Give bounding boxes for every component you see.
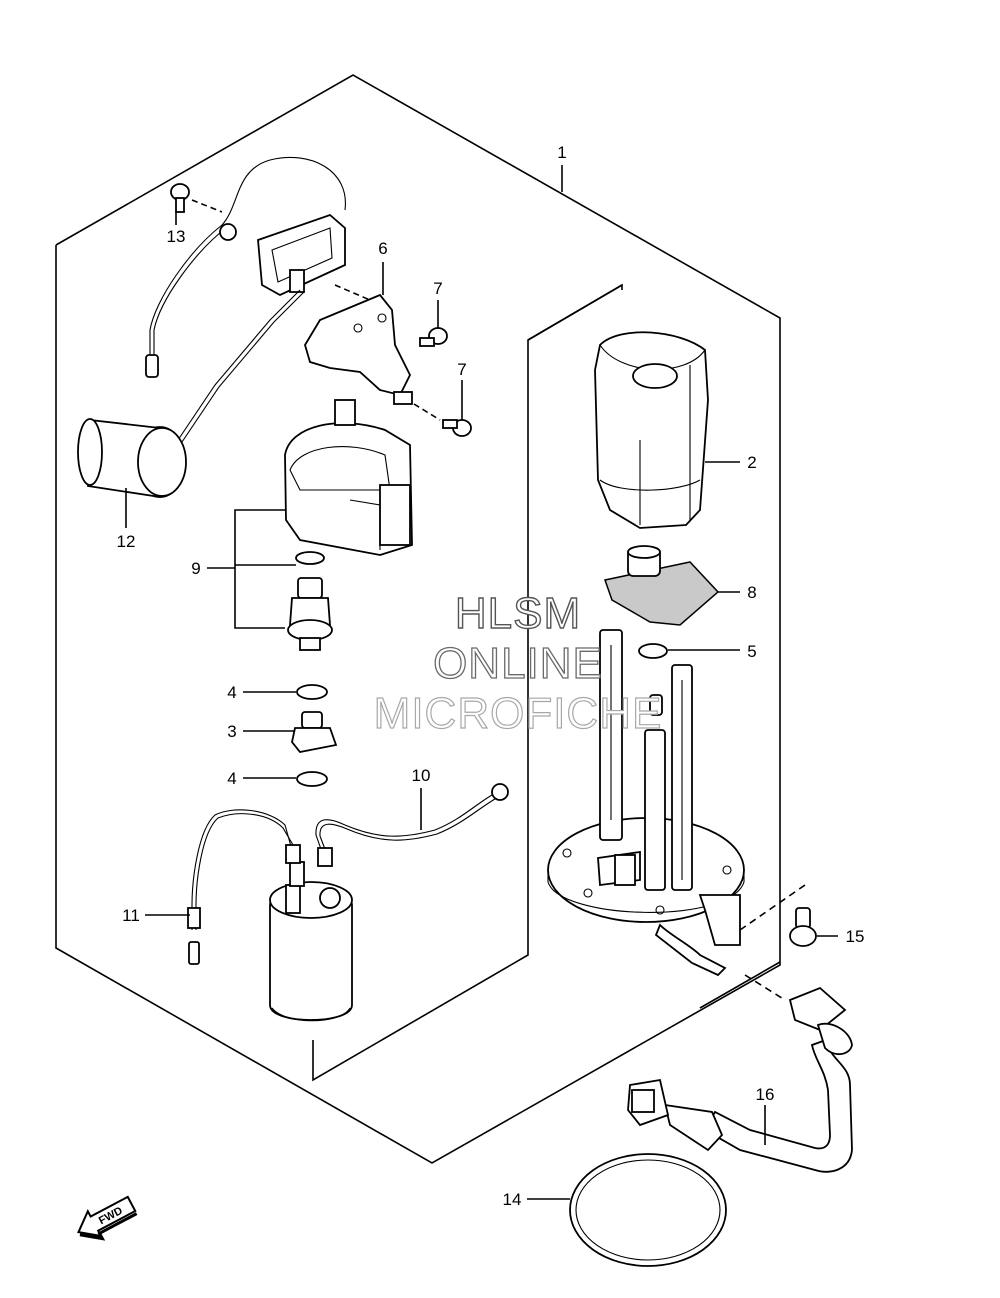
callout-11: 11 [122,906,140,925]
fuel-filter [604,545,720,626]
gasket-14-inner [575,1159,721,1261]
pump-holder [594,331,709,529]
callout-9-bracket [234,509,285,629]
bolt-13 [170,183,190,213]
callout-4-upper: 4 [227,683,236,702]
watermark: HLSM ONLINE MICROFICHE [373,588,663,738]
fuel-pump [269,861,353,1022]
o-ring-5 [638,643,668,659]
wire-11-terminal [188,941,200,965]
o-ring-4-upper [296,684,328,700]
bolt-15-dash [739,884,806,931]
float-arm [177,289,301,441]
bracket-hole-1 [353,323,363,333]
connector-tab [289,269,305,293]
wire-10 [315,794,493,853]
bolt-15 [789,907,817,947]
callout-7-upper: 7 [433,279,442,298]
sender-wire [149,156,346,362]
callout-6: 6 [378,239,387,258]
callout-1: 1 [557,143,566,162]
callout-7-lower: 7 [457,360,466,379]
bracket-hole-2 [377,313,387,323]
watermark-line-2: ONLINE [433,639,603,688]
bracket-clip [393,391,413,405]
connector-inner [271,227,333,283]
callout-10: 10 [412,766,431,785]
callout-4-lower: 4 [227,769,236,788]
valve-3 [291,711,338,753]
pressure-regulator-cover [284,399,413,556]
o-ring-4-lower [296,771,328,787]
bracket-dash [334,284,371,301]
wire-10b [319,798,496,853]
wire-10-connector [317,847,333,867]
callout-8: 8 [747,583,756,602]
wire-11b [195,813,297,930]
pump-plate [547,629,745,977]
fuel-hose [627,986,853,1173]
callout-2: 2 [747,453,756,472]
float-arm-2 [181,291,305,443]
regulator-body [287,577,333,651]
callout-12: 12 [117,532,136,551]
assembly-outline [55,74,781,1164]
fwd-arrow-icon: FWD [77,1195,138,1241]
screw-7-lower [442,419,472,437]
float [77,418,187,499]
wire-11-sleeve [187,907,201,929]
callout-9: 9 [191,559,200,578]
callout-16: 16 [756,1085,775,1104]
wire-11 [191,809,293,930]
watermark-line-3: MICROFICHE [374,689,663,738]
ring-terminal [219,223,237,241]
bracket [304,293,412,397]
gasket-14 [569,1153,727,1267]
callout-15: 15 [846,927,865,946]
screw-dash [413,403,441,421]
o-ring-9 [295,551,325,565]
wire-11-connector [285,844,301,864]
sender-connector [257,213,346,297]
watermark-line-1: HLSM [455,589,581,638]
callout-3: 3 [227,722,236,741]
screw-7-upper [419,327,448,347]
inner-outline-right [699,961,781,1009]
callout-14: 14 [503,1190,522,1209]
callout-13: 13 [167,227,186,246]
sender-wire-2 [153,227,227,362]
inner-outline-left [312,284,623,1082]
callout-5: 5 [747,642,756,661]
bolt-13-dash [191,199,223,213]
wire-10-ring [491,783,509,801]
hose-dash [744,974,786,1001]
wire-terminal [145,354,159,378]
